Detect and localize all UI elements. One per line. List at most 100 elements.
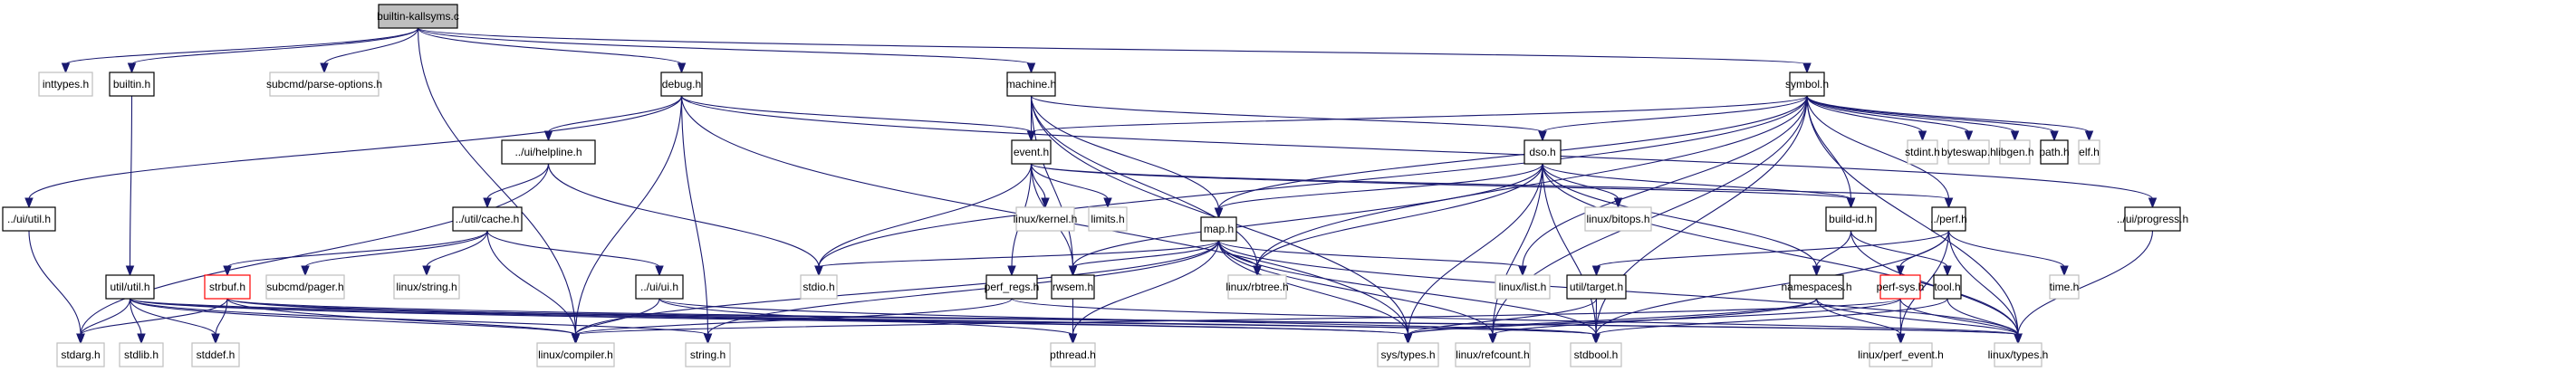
node-box [269,72,380,97]
node-target-h[interactable]: util/target.h [1566,274,1627,300]
edge-line [658,298,1074,336]
edge-line [1899,298,2019,336]
arrowhead-icon [1488,333,1497,345]
edge-cache-h-to-linux-string-h [422,230,488,277]
edge-line [1595,230,1950,336]
edge-line [426,230,488,268]
edge-map-h-to-stdio-h [814,240,1220,277]
edge-line [129,298,709,336]
node-linux-refcount-h: linux/refcount.h [1455,342,1531,367]
edge-line [486,230,577,336]
node-rwsem-h[interactable]: rwsem.h [1051,274,1095,300]
node-inttypes-h: inttypes.h [38,72,93,97]
arrowhead-icon [703,333,713,345]
edge-line [1850,230,1948,268]
node-perf-regs-h[interactable]: perf_regs.h [985,274,1040,300]
edge-line [129,298,577,336]
edge-event-h-to-perf-h [1030,163,1954,209]
edge-builtin-kallsyms-c-to-builtin-h [127,27,419,74]
node-box [2124,206,2181,232]
node-label: stddef.h [197,348,235,361]
arrowhead-icon [2084,130,2094,142]
node-box [1377,342,1439,367]
node-label: libgen.h [1995,146,2033,158]
node-build-id-h[interactable]: build-id.h [1825,206,1877,232]
edge-perf-sys-h-to-sys-types-h [1403,298,1901,345]
node-symbol-h[interactable]: symbol.h [1785,72,1829,97]
node-builtin-kallsyms-c[interactable]: builtin-kallsyms.c [377,4,459,29]
edge-line [1407,163,1543,336]
node-label: stdlib.h [124,348,159,361]
node-box [1869,342,1933,367]
arrowhead-icon [127,62,137,74]
edge-util-util-h-to-stdarg-h [76,298,131,345]
node-label: inttypes.h [43,78,89,91]
arrowhead-icon [1591,333,1600,345]
node-label: limits.h [1091,213,1124,225]
node-cache-h[interactable]: ../util/cache.h [452,206,523,232]
edge-line [1806,95,2091,133]
node-util-util-h[interactable]: util/util.h [105,274,155,300]
node-box [1011,139,1052,165]
arrowhead-icon [1964,130,1974,142]
node-box [1495,274,1551,300]
edge-perf-sys-h-to-linux-compiler-h [571,298,1901,345]
edge-line [1542,95,1808,133]
node-progress-h[interactable]: ../ui/progress.h [2117,206,2188,232]
edge-line [1595,230,1950,268]
edge-symbol-h-to-dso-h [1538,95,1808,142]
edge-line [1806,95,1970,133]
edge-debug-h-to-ui-util-h [24,95,683,209]
node-stdio-h: stdio.h [800,274,838,300]
edge-symbol-h-to-elf-h [1806,95,2094,142]
edge-line [1030,163,1852,200]
edge-line [1030,163,1950,200]
edge-line [486,230,660,268]
edge-dso-h-to-namespaces-h [1542,163,1821,277]
edge-builtin-h-to-util-util-h [125,95,135,277]
edge-line [215,298,228,336]
arrowhead-icon [655,265,664,277]
node-dso-h[interactable]: dso.h [1523,139,1562,165]
edge-util-util-h-to-stdlib-h [129,298,146,345]
node-machine-h[interactable]: machine.h [1006,72,1056,97]
arrowhead-icon [1214,207,1224,219]
node-perf-sys-h[interactable]: perf-sys.h [1877,274,1925,300]
node-label: tool.h [1934,281,1960,293]
arrowhead-icon [1026,130,1036,142]
node-perf-h[interactable]: ../perf.h [1930,206,1967,232]
node-namespaces-h[interactable]: namespaces.h [1781,274,1852,300]
edge-builtin-kallsyms-c-to-debug-h [417,27,687,74]
node-label: symbol.h [1785,78,1829,91]
arrowhead-icon [1103,197,1112,209]
edge-line [28,95,683,200]
edge-machine-h-to-map-h [1030,95,1224,219]
arrowhead-icon [1812,265,1821,277]
edge-line [1217,240,1523,268]
node-debug-h[interactable]: debug.h [660,72,703,97]
edge-line [547,95,683,133]
arrowhead-icon [1802,62,1812,74]
node-label: byteswap.h [1941,146,1996,158]
node-map-h[interactable]: map.h [1200,216,1237,242]
node-builtin-h[interactable]: builtin.h [109,72,155,97]
arrowhead-icon [1943,265,1952,277]
edge-debug-h-to-linux-compiler-h [571,95,683,345]
edge-perf-h-to-target-h [1591,230,1950,277]
node-linux-perf-event-h: linux/perf_event.h [1858,342,1944,367]
edge-progress-h-to-linux-types-h [2014,230,2154,345]
edge-build-id-h-to-tool-h [1850,230,1952,277]
edge-line [80,298,131,336]
node-tool-h[interactable]: tool.h [1933,274,1962,300]
edge-line [1256,95,1808,268]
node-event-h[interactable]: event.h [1011,139,1052,165]
edge-line [417,27,577,336]
edge-helpline-h-to-stdio-h [547,163,823,277]
edge-line [1030,163,1109,200]
node-helpline-h[interactable]: ../ui/helpline.h [501,139,596,165]
node-strbuf-h[interactable]: strbuf.h [204,274,251,300]
node-ui-h[interactable]: ../ui/ui.h [635,274,684,300]
node-ui-util-h[interactable]: ../ui/util.h [2,206,56,232]
node-box [1570,342,1622,367]
node-path-h[interactable]: path.h [2039,139,2070,165]
